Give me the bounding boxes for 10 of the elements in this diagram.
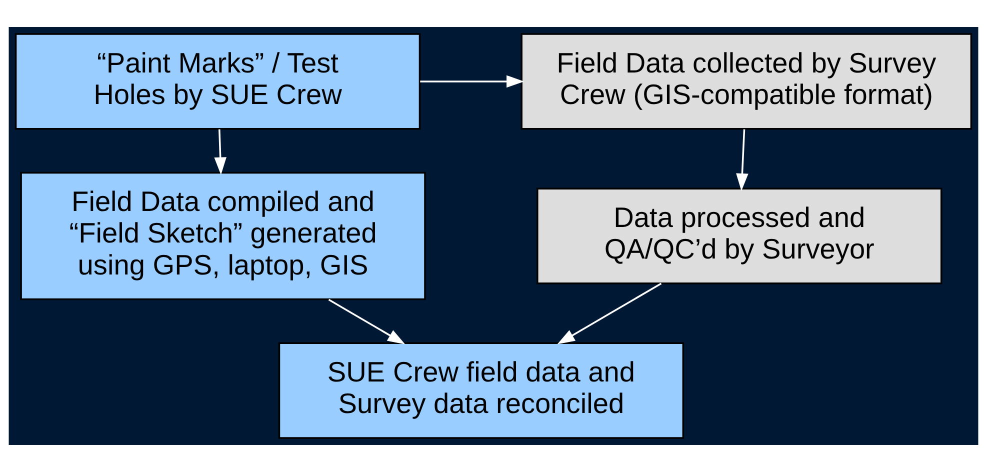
node-box: Field Data collected by Survey Crew (GIS-compatible format) [520, 33, 972, 130]
arrow [328, 298, 406, 344]
node-box: Data processed and QA/QC’d by Surveyor [536, 188, 942, 284]
node-box: Field Data compiled and “Field Sketch” generated using GPS, laptop, GIS [20, 172, 426, 300]
arrow [214, 129, 226, 175]
arrow [736, 129, 748, 192]
node-box: SUE Crew field data and Survey data reconciled [278, 342, 684, 439]
arrow [557, 282, 662, 344]
arrow [420, 75, 524, 88]
node-box: “Paint Marks” / Test Holes by SUE Crew [14, 33, 421, 130]
